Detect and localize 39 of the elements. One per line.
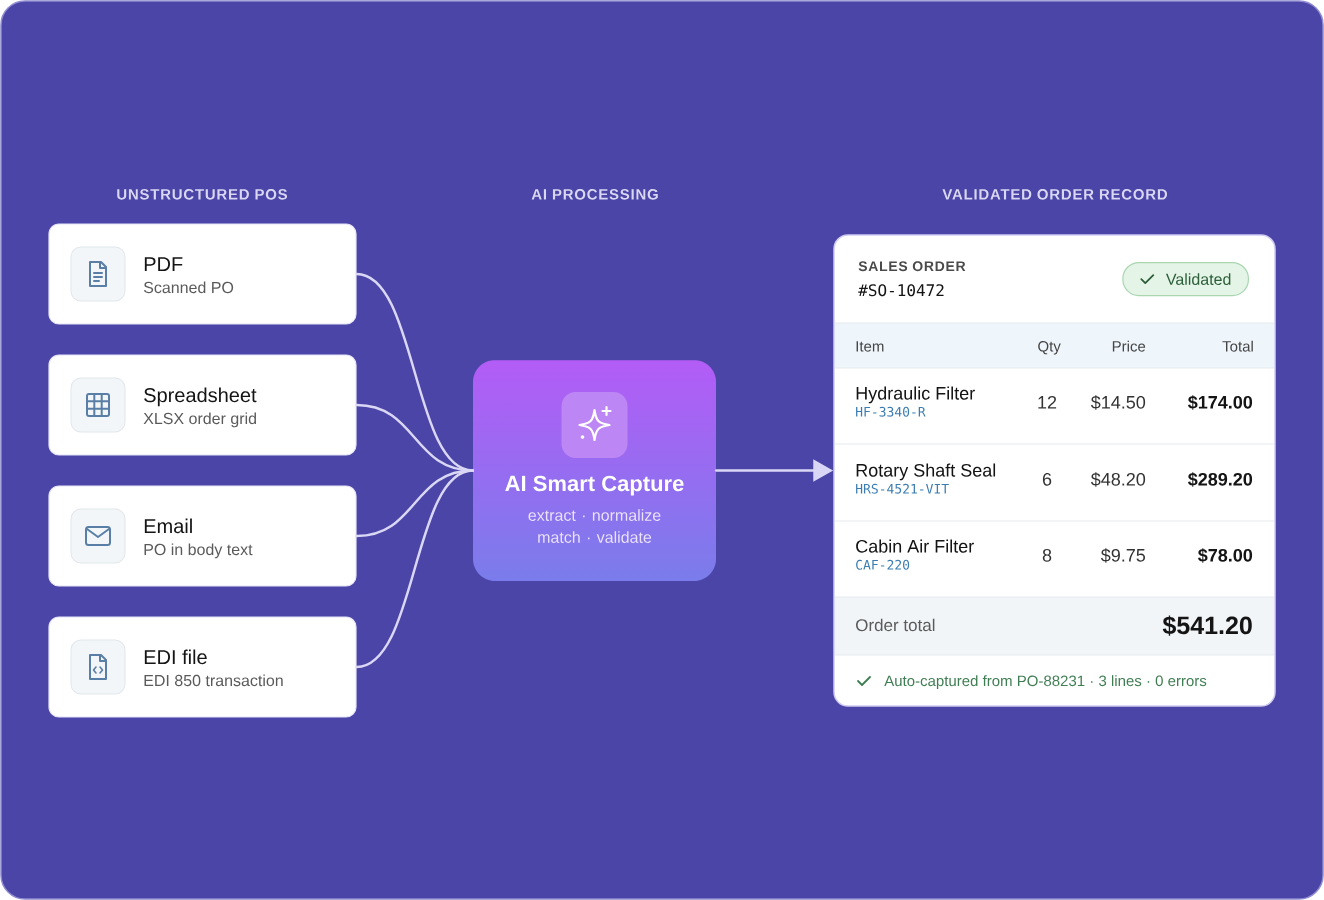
line-total: $289.20 bbox=[1188, 472, 1253, 487]
source-description: PO in body text bbox=[144, 543, 253, 559]
column-heading: AI PROCESSING bbox=[531, 189, 658, 200]
order-total: $541.20 bbox=[1162, 615, 1252, 636]
quantity: 12 bbox=[1038, 395, 1057, 409]
column-heading: UNSTRUCTURED POS bbox=[117, 189, 288, 200]
source-description: EDI 850 transaction bbox=[144, 674, 283, 687]
order-number: #SO-10472 bbox=[858, 284, 944, 297]
part-number: HRS-4521-VIT bbox=[856, 483, 949, 494]
item-name: Cabin Air Filter bbox=[856, 539, 974, 553]
column-heading: VALIDATED ORDER RECORD bbox=[942, 189, 1168, 200]
column-header: Item bbox=[856, 341, 884, 352]
source-title: Spreadsheet bbox=[144, 387, 257, 407]
total-label: Order total bbox=[856, 618, 935, 632]
column-header: Qty bbox=[1038, 341, 1061, 355]
quantity: 6 bbox=[1042, 472, 1052, 486]
line-total: $78.00 bbox=[1198, 548, 1253, 563]
status-badge: Validated bbox=[1122, 262, 1249, 297]
item-name: Hydraulic Filter bbox=[856, 386, 975, 404]
unit-price: $9.75 bbox=[1100, 548, 1146, 563]
source-description: XLSX order grid bbox=[143, 412, 256, 428]
part-number: CAF-220 bbox=[856, 559, 910, 570]
connector-curve bbox=[355, 469, 475, 669]
column-header: Total bbox=[1222, 340, 1253, 352]
processing-steps: extract · normalize match · validate bbox=[528, 509, 661, 543]
column-header: Price bbox=[1112, 340, 1146, 352]
line-total: $174.00 bbox=[1188, 395, 1253, 410]
unit-price: $48.20 bbox=[1090, 472, 1146, 487]
unit-price: $14.50 bbox=[1090, 395, 1146, 410]
processing-title: AI Smart Capture bbox=[505, 475, 684, 496]
source-description: Scanned PO bbox=[143, 281, 234, 294]
source-title: PDF bbox=[144, 257, 183, 271]
item-name: Rotary Shaft Seal bbox=[856, 463, 996, 481]
order-heading: SALES ORDER bbox=[858, 261, 966, 272]
part-number: HF-3340-R bbox=[856, 406, 926, 417]
capture-summary: Auto-captured from PO-88231 · 3 lines · 0 errors bbox=[884, 675, 1207, 690]
source-title: Email bbox=[144, 518, 192, 534]
source-title: EDI file bbox=[144, 649, 207, 665]
quantity: 8 bbox=[1042, 548, 1052, 562]
